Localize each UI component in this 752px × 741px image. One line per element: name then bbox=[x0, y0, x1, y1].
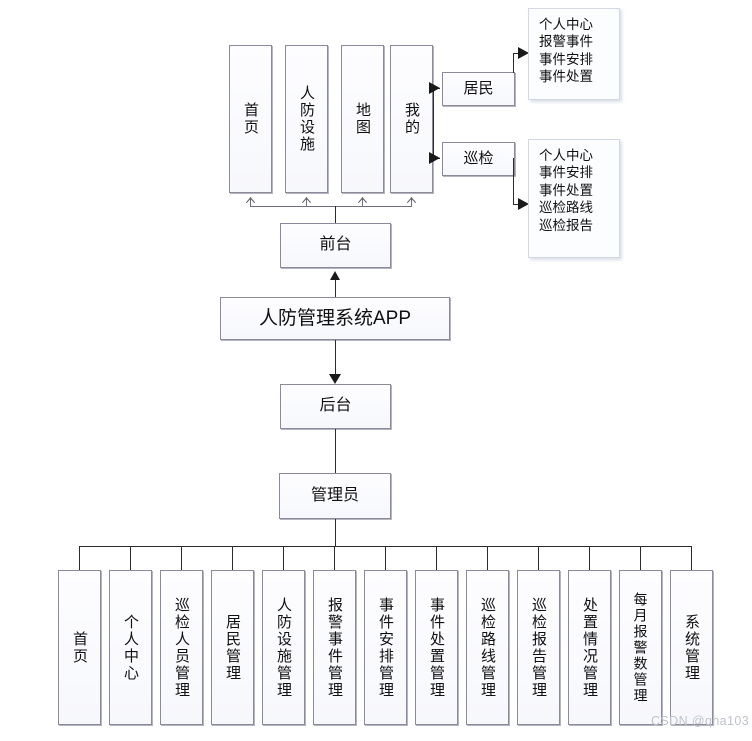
admin-module-box-12[interactable]: 每月报警数管理 bbox=[619, 570, 662, 725]
admin-module-box-1[interactable]: 首页 bbox=[58, 570, 101, 725]
backend-to-admin-line bbox=[335, 429, 336, 473]
arrow-right-icon-resident-detail bbox=[518, 47, 529, 59]
admin-drop-1 bbox=[79, 546, 80, 570]
arrow-up-icon-frontend bbox=[330, 271, 340, 280]
patrol-function-item: 巡检路线 bbox=[539, 200, 593, 216]
admin-module-box-5[interactable]: 人防设施管理 bbox=[262, 570, 305, 725]
role-box-patrol[interactable]: 巡检 bbox=[442, 142, 515, 176]
admin-module-box-4[interactable]: 居民管理 bbox=[211, 570, 254, 725]
admin-module-box-2[interactable]: 个人中心 bbox=[109, 570, 152, 725]
app-to-backend-line bbox=[335, 340, 336, 376]
resident-function-item: 事件处置 bbox=[539, 69, 593, 85]
admin-module-box-8[interactable]: 事件处置管理 bbox=[415, 570, 458, 725]
frontend-module-box-2[interactable]: 人防设施 bbox=[285, 45, 328, 193]
role-box-resident[interactable]: 居民 bbox=[442, 72, 515, 106]
frontend-bus-riser bbox=[335, 206, 336, 223]
admin-drop-9 bbox=[487, 546, 488, 570]
patrol-function-item: 事件处置 bbox=[539, 182, 593, 198]
resident-function-item: 个人中心 bbox=[539, 17, 593, 32]
admin-drop-5 bbox=[283, 546, 284, 570]
arrow-up-icon-4 bbox=[406, 193, 417, 202]
admin-module-box-9[interactable]: 巡检路线管理 bbox=[466, 570, 509, 725]
arrow-up-icon-2 bbox=[301, 193, 312, 202]
arrow-down-icon-backend bbox=[329, 374, 341, 384]
system-title-box[interactable]: 人防管理系统APP bbox=[220, 297, 450, 340]
arrow-up-icon-3 bbox=[357, 193, 368, 202]
admin-drop-6 bbox=[334, 546, 335, 570]
arrow-right-icon-patrol-detail bbox=[518, 198, 529, 210]
patrol-function-panel: 个人中心 事件安排 事件处置 巡检路线 巡检报告 bbox=[528, 139, 620, 258]
admin-drop-11 bbox=[589, 546, 590, 570]
role-spine bbox=[433, 85, 434, 157]
admin-module-box-6[interactable]: 报警事件管理 bbox=[313, 570, 356, 725]
admin-drop-8 bbox=[436, 546, 437, 570]
frontend-stub-3 bbox=[362, 199, 363, 207]
resident-function-item: 事件安排 bbox=[539, 51, 593, 67]
frontend-module-box-1[interactable]: 首页 bbox=[229, 45, 272, 193]
frontend-bus-horizontal bbox=[250, 206, 412, 207]
patrol-detail-riser bbox=[513, 158, 514, 204]
admin-drop-2 bbox=[130, 546, 131, 570]
frontend-module-box-3[interactable]: 地图 bbox=[341, 45, 384, 193]
frontend-module-box-4[interactable]: 我的 bbox=[390, 45, 433, 193]
admin-module-box-3[interactable]: 巡检人员管理 bbox=[160, 570, 203, 725]
admin-drop-10 bbox=[538, 546, 539, 570]
frontend-box[interactable]: 前台 bbox=[280, 223, 391, 268]
admin-module-box-11[interactable]: 处置情况管理 bbox=[568, 570, 611, 725]
admin-drop-3 bbox=[181, 546, 182, 570]
admin-module-box-7[interactable]: 事件安排管理 bbox=[364, 570, 407, 725]
admin-drop-4 bbox=[232, 546, 233, 570]
frontend-stub-1 bbox=[250, 199, 251, 207]
admin-riser bbox=[335, 519, 336, 546]
admin-drop-12 bbox=[640, 546, 641, 570]
resident-function-panel: 个人中心 报警事件 事件安排 事件处置 bbox=[528, 8, 620, 100]
resident-detail-riser bbox=[513, 53, 514, 73]
patrol-function-item: 事件安排 bbox=[539, 165, 593, 181]
arrow-right-icon-patrol bbox=[429, 152, 440, 164]
resident-function-item: 报警事件 bbox=[539, 34, 593, 50]
backend-box[interactable]: 后台 bbox=[280, 384, 391, 429]
app-to-frontend-line bbox=[335, 280, 336, 298]
admin-box[interactable]: 管理员 bbox=[279, 473, 391, 519]
patrol-function-item: 个人中心 bbox=[539, 148, 593, 163]
admin-module-box-13[interactable]: 系统管理 bbox=[670, 570, 713, 725]
admin-drop-13 bbox=[691, 546, 692, 570]
watermark: CSDN @qha103 bbox=[651, 714, 750, 728]
admin-module-box-10[interactable]: 巡检报告管理 bbox=[517, 570, 560, 725]
frontend-stub-2 bbox=[306, 199, 307, 207]
frontend-stub-4 bbox=[411, 199, 412, 207]
admin-drop-7 bbox=[385, 546, 386, 570]
arrow-up-icon-1 bbox=[245, 193, 256, 202]
arrow-right-icon-resident bbox=[429, 82, 440, 94]
patrol-function-item: 巡检报告 bbox=[539, 217, 593, 233]
